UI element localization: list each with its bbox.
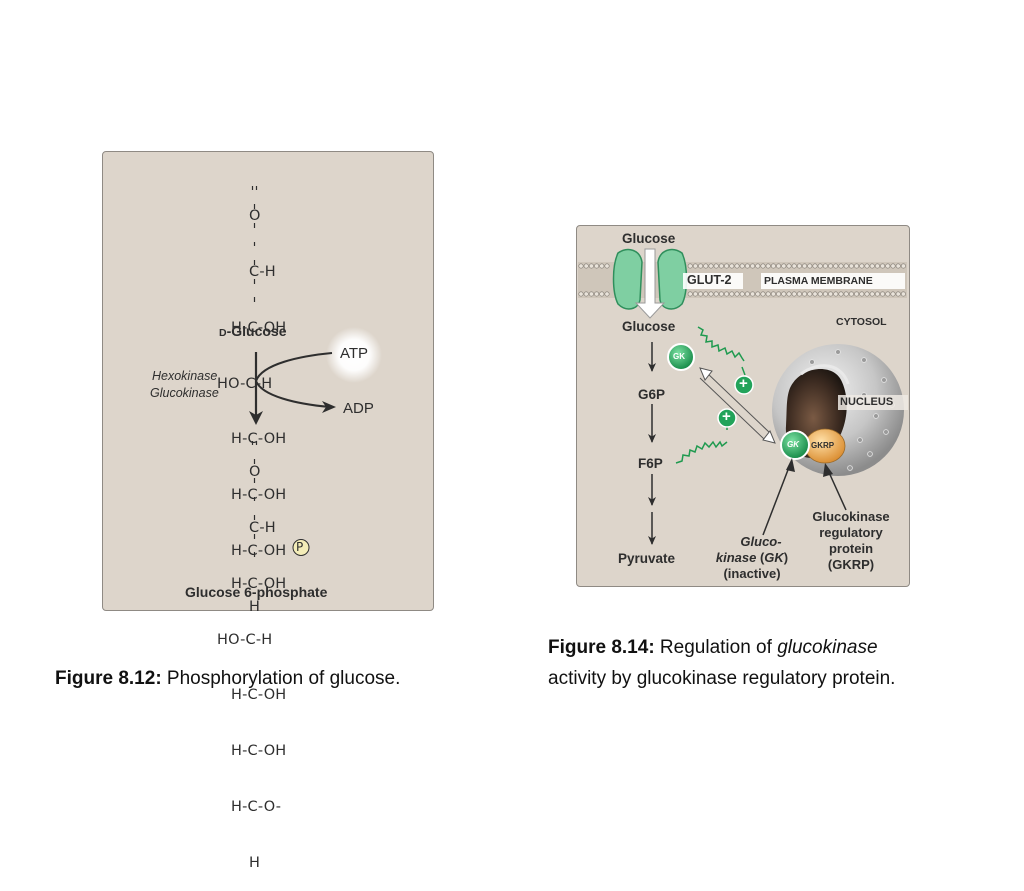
- glucose-cytosol-label: Glucose: [622, 319, 676, 334]
- glucokinase-inactive-label: Gluco- kinase (GK) (inactive): [715, 534, 789, 581]
- glucokinase-label: Glucokinase: [150, 386, 219, 400]
- glut2-label: GLUT-2: [687, 273, 732, 287]
- glucose-transport-arrow: [634, 248, 666, 319]
- gk-inactive-badge: [780, 430, 810, 460]
- plus-badge-2: [717, 408, 737, 428]
- plus-icon: +: [739, 375, 748, 392]
- lipid-bilayer: [578, 263, 906, 297]
- phosphate-icon: P: [296, 540, 304, 554]
- plasma-membrane-label: PLASMA MEMBRANE: [764, 275, 873, 287]
- cytosol-label: CYTOSOL: [836, 316, 887, 328]
- figure-8-14-graphics: [578, 248, 908, 545]
- atp-label: ATP: [340, 345, 369, 362]
- nucleus-label: NUCLEUS: [840, 396, 894, 408]
- gkrp-badge-text: GKRP: [811, 441, 835, 450]
- adp-label: ADP: [343, 400, 374, 417]
- d-glucose-label: D-Glucose: [219, 323, 287, 339]
- gkrp-label: Glucokinase regulatory protein (GKRP): [812, 509, 890, 572]
- gk-badge-text: GK: [673, 352, 685, 361]
- gk-active-badge: [667, 343, 695, 371]
- glut2-channel-right: [657, 248, 688, 310]
- figure-8-14-caption: Figure 8.14: Regulation of glucokinase a…: [548, 637, 896, 689]
- glucose-6-phosphate-label: Glucose 6-phosphate: [185, 584, 328, 600]
- d-glucose-structure: O C-H H-C-OH HO-C-H H-C-OH H-C-OH H-C-OH…: [217, 208, 287, 615]
- figure-8-12-caption: Figure 8.12: Phosphorylation of glucose.: [55, 668, 401, 689]
- pyruvate-label: Pyruvate: [618, 551, 676, 566]
- atp-glow: [326, 327, 382, 383]
- hexokinase-label: Hexokinase: [152, 369, 218, 383]
- plus-badge-1: [734, 375, 754, 395]
- gk-translocation-arrow: [699, 367, 776, 444]
- glut2-channel-left: [612, 248, 643, 310]
- gk-nucleus-badge-text: GK: [787, 440, 799, 449]
- glucose-extracellular-label: Glucose: [622, 231, 676, 246]
- f6p-label: F6P: [638, 456, 663, 471]
- figure-8-12-graphics: [249, 186, 382, 557]
- figure-8-12-panel: [102, 151, 434, 611]
- plus-icon: +: [722, 408, 731, 425]
- g6p-label: G6P: [638, 387, 666, 402]
